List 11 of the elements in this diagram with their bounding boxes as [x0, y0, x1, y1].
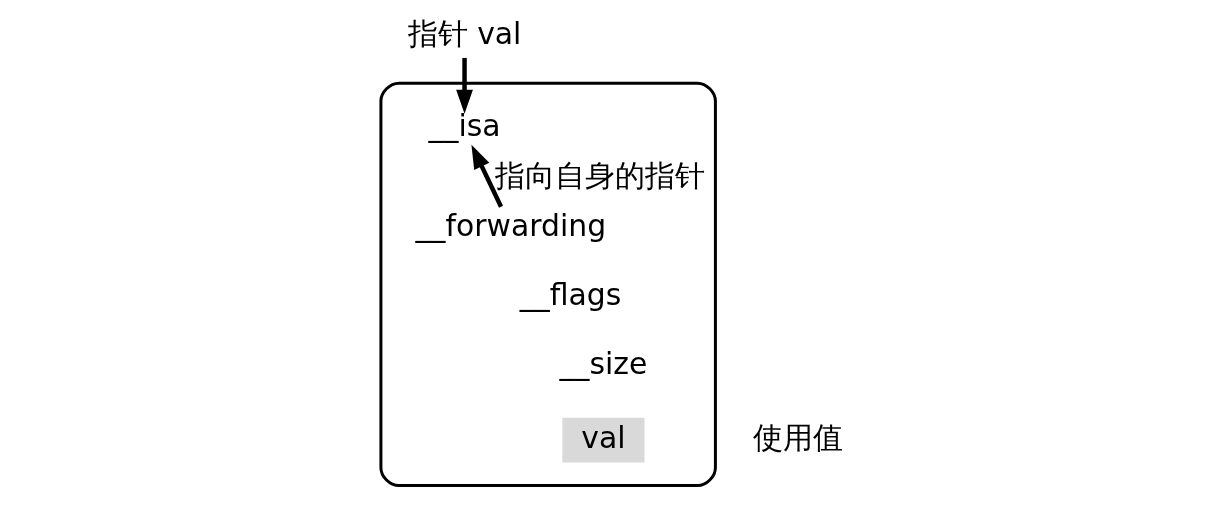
node-text: __size	[559, 345, 648, 381]
edge-label: 指向自身的指针	[495, 158, 706, 194]
arrow	[471, 144, 504, 208]
node-text: __isa	[428, 108, 501, 144]
node-text: 指针 val	[407, 15, 522, 51]
node-box: val	[562, 417, 645, 463]
node-text: __forwarding	[415, 208, 607, 244]
arrow	[456, 57, 473, 114]
node-text: __flags	[519, 276, 622, 312]
node-label: 使用值	[752, 419, 843, 455]
cluster	[379, 81, 717, 488]
